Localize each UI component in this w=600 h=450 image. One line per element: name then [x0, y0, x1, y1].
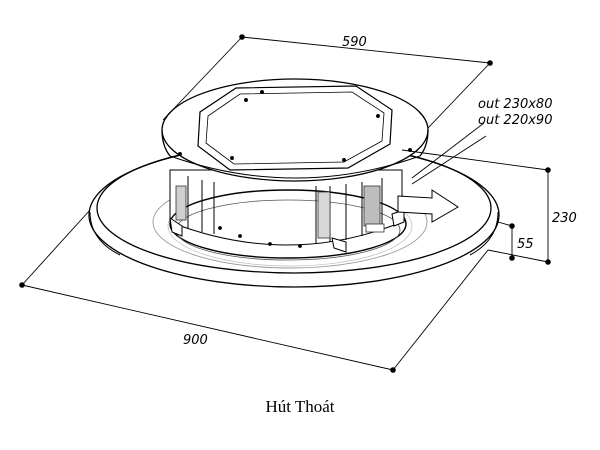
dim-total-height: 230: [552, 211, 577, 226]
caption: Hút Thoát: [265, 397, 335, 416]
dim-base-diameter: 900: [183, 333, 208, 348]
outlet-label-2: out 220x90: [478, 113, 552, 128]
dimension-lines: [21, 36, 549, 371]
fan-body: [169, 169, 407, 261]
outlet-arrow: [397, 189, 459, 223]
outlet-label-1: out 230x80: [478, 97, 552, 112]
dim-base-height: 55: [517, 237, 534, 252]
dimension-dots: [19, 34, 551, 373]
top-plate: [161, 78, 429, 182]
dim-top-width: 590: [342, 35, 367, 50]
